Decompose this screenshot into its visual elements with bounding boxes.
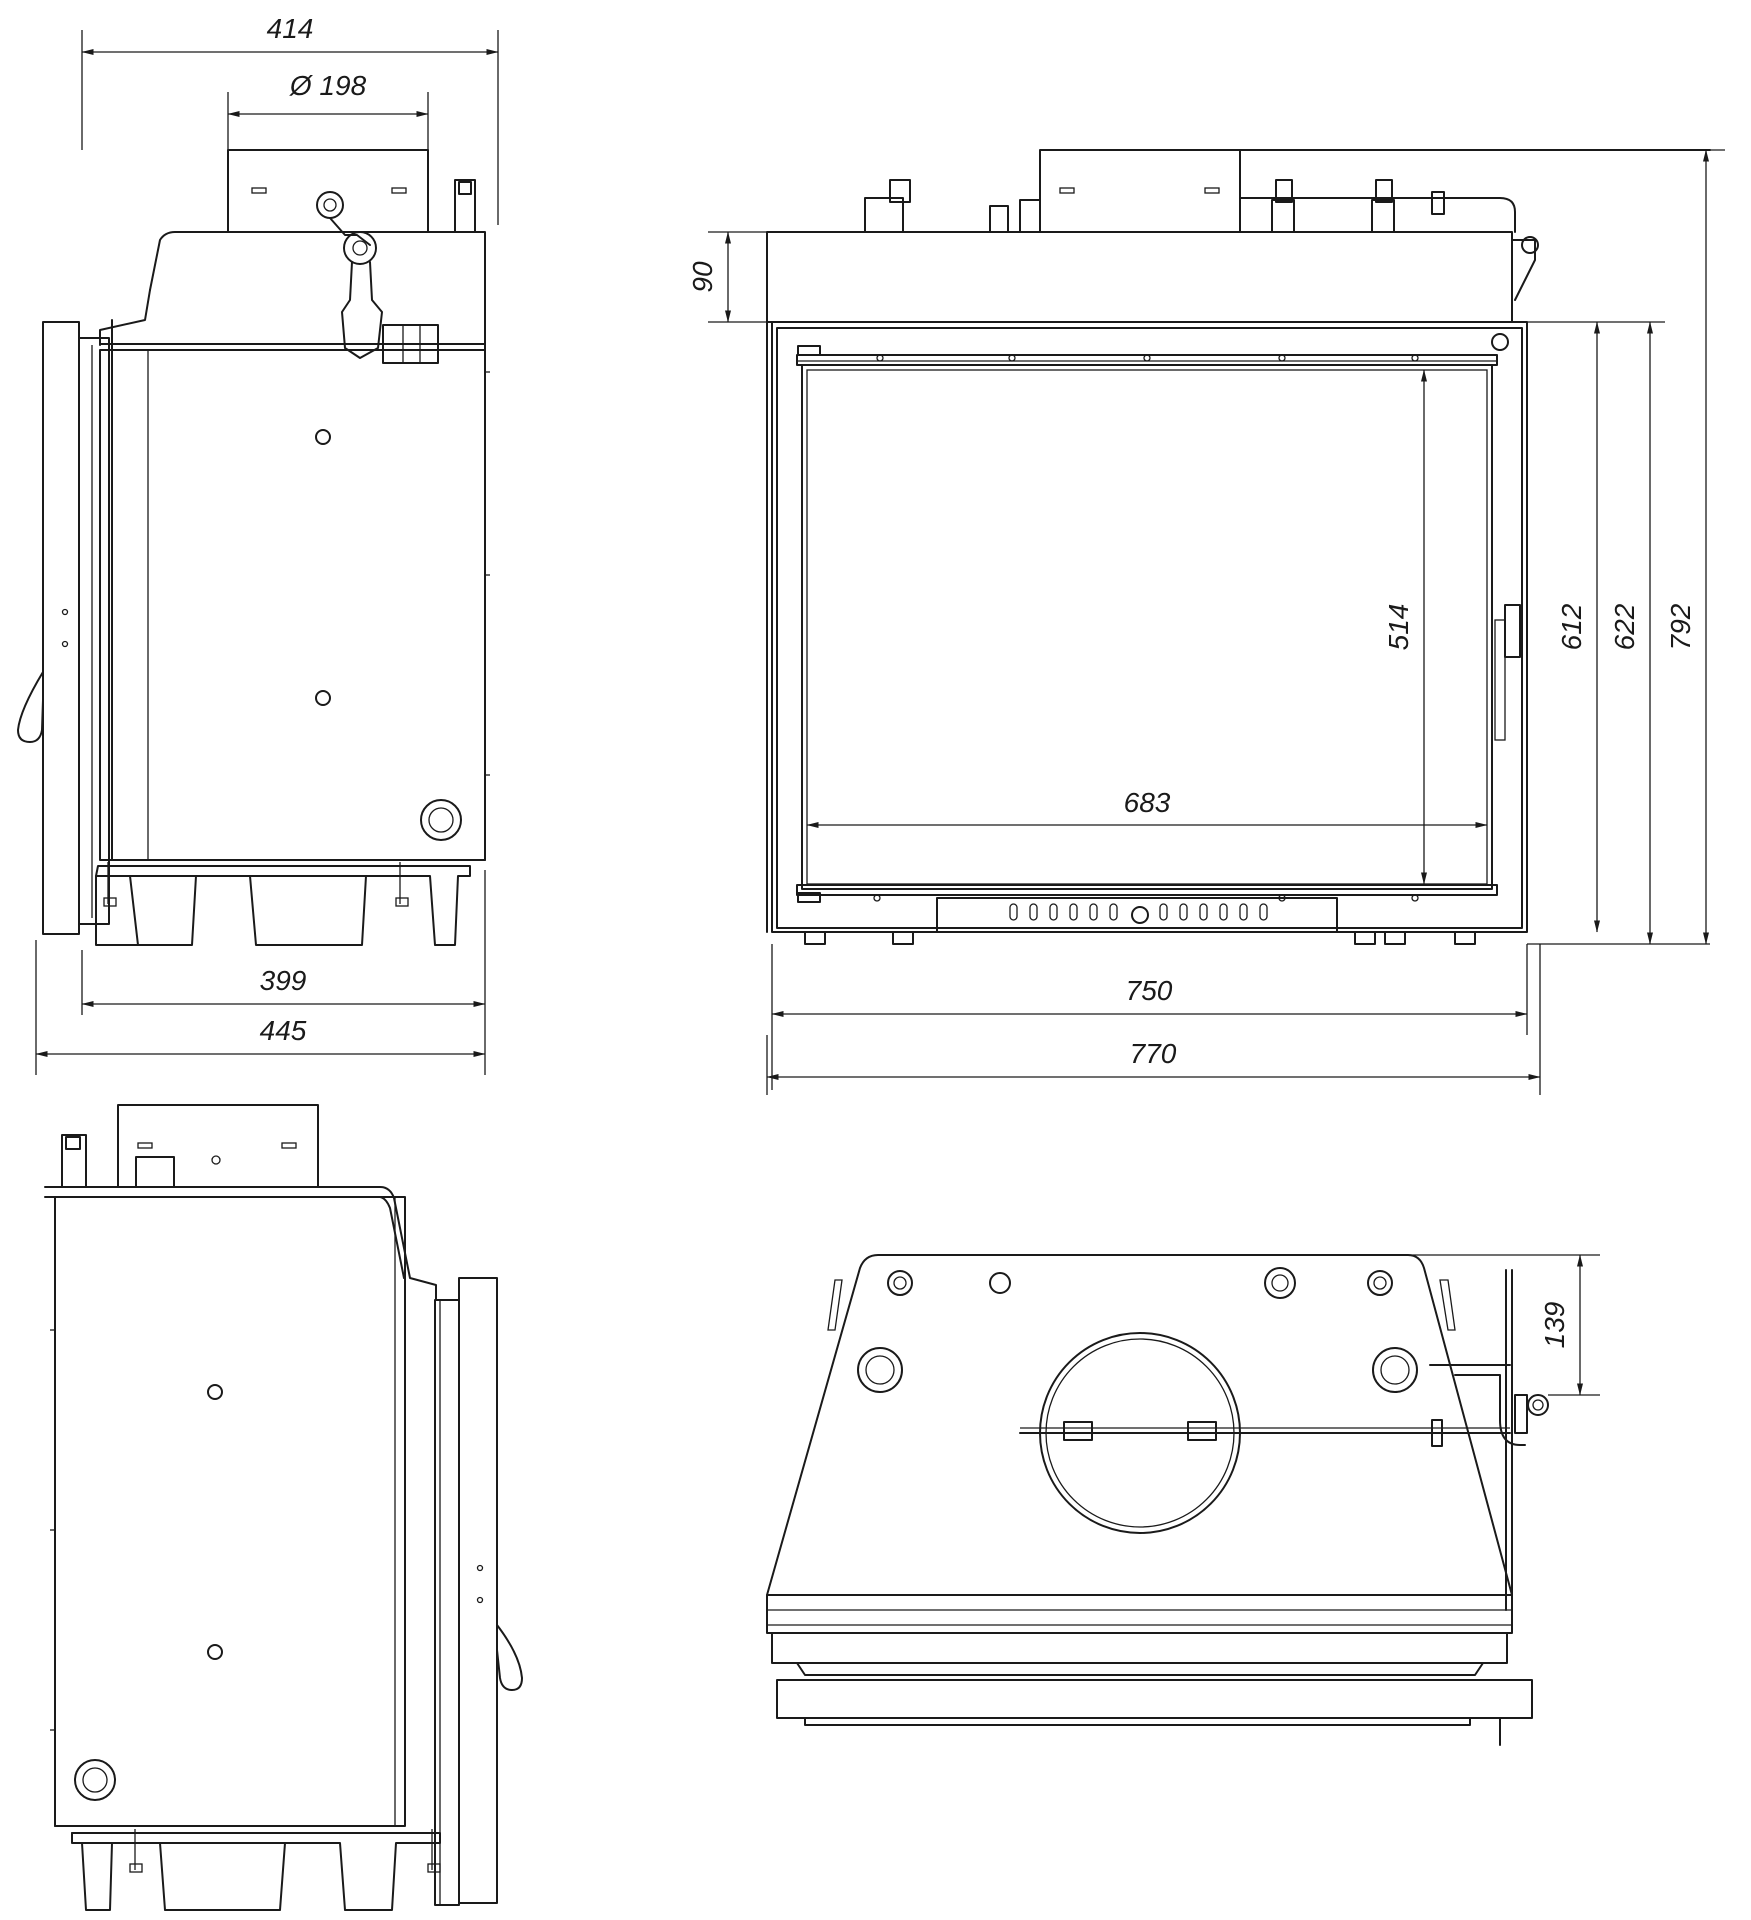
dim-750-label: 750 bbox=[1126, 975, 1173, 1006]
front-view bbox=[766, 149, 1711, 945]
front-view-dimensions: 90 514 683 612 622 792 750 770 bbox=[687, 149, 1725, 1095]
top-view-dimensions: 139 bbox=[1408, 1254, 1600, 1396]
dim-514-label: 514 bbox=[1383, 604, 1414, 651]
side-view-right bbox=[44, 1104, 523, 1911]
top-view bbox=[766, 1254, 1549, 1746]
dim-diameter-198-label: Ø 198 bbox=[289, 70, 367, 101]
dim-612-label: 612 bbox=[1556, 603, 1587, 650]
side-view-dimensions: 414 Ø 198 399 445 bbox=[35, 13, 499, 1075]
dim-792-label: 792 bbox=[1665, 603, 1696, 650]
dim-399-label: 399 bbox=[260, 965, 307, 996]
dim-622-label: 622 bbox=[1609, 603, 1640, 650]
dim-414-label: 414 bbox=[267, 13, 314, 44]
dim-683-label: 683 bbox=[1124, 787, 1171, 818]
dim-770-label: 770 bbox=[1130, 1038, 1177, 1069]
dim-90-label: 90 bbox=[687, 261, 718, 293]
dim-139-label: 139 bbox=[1539, 1302, 1570, 1349]
dim-445-label: 445 bbox=[260, 1015, 307, 1046]
side-view-left bbox=[17, 149, 490, 946]
